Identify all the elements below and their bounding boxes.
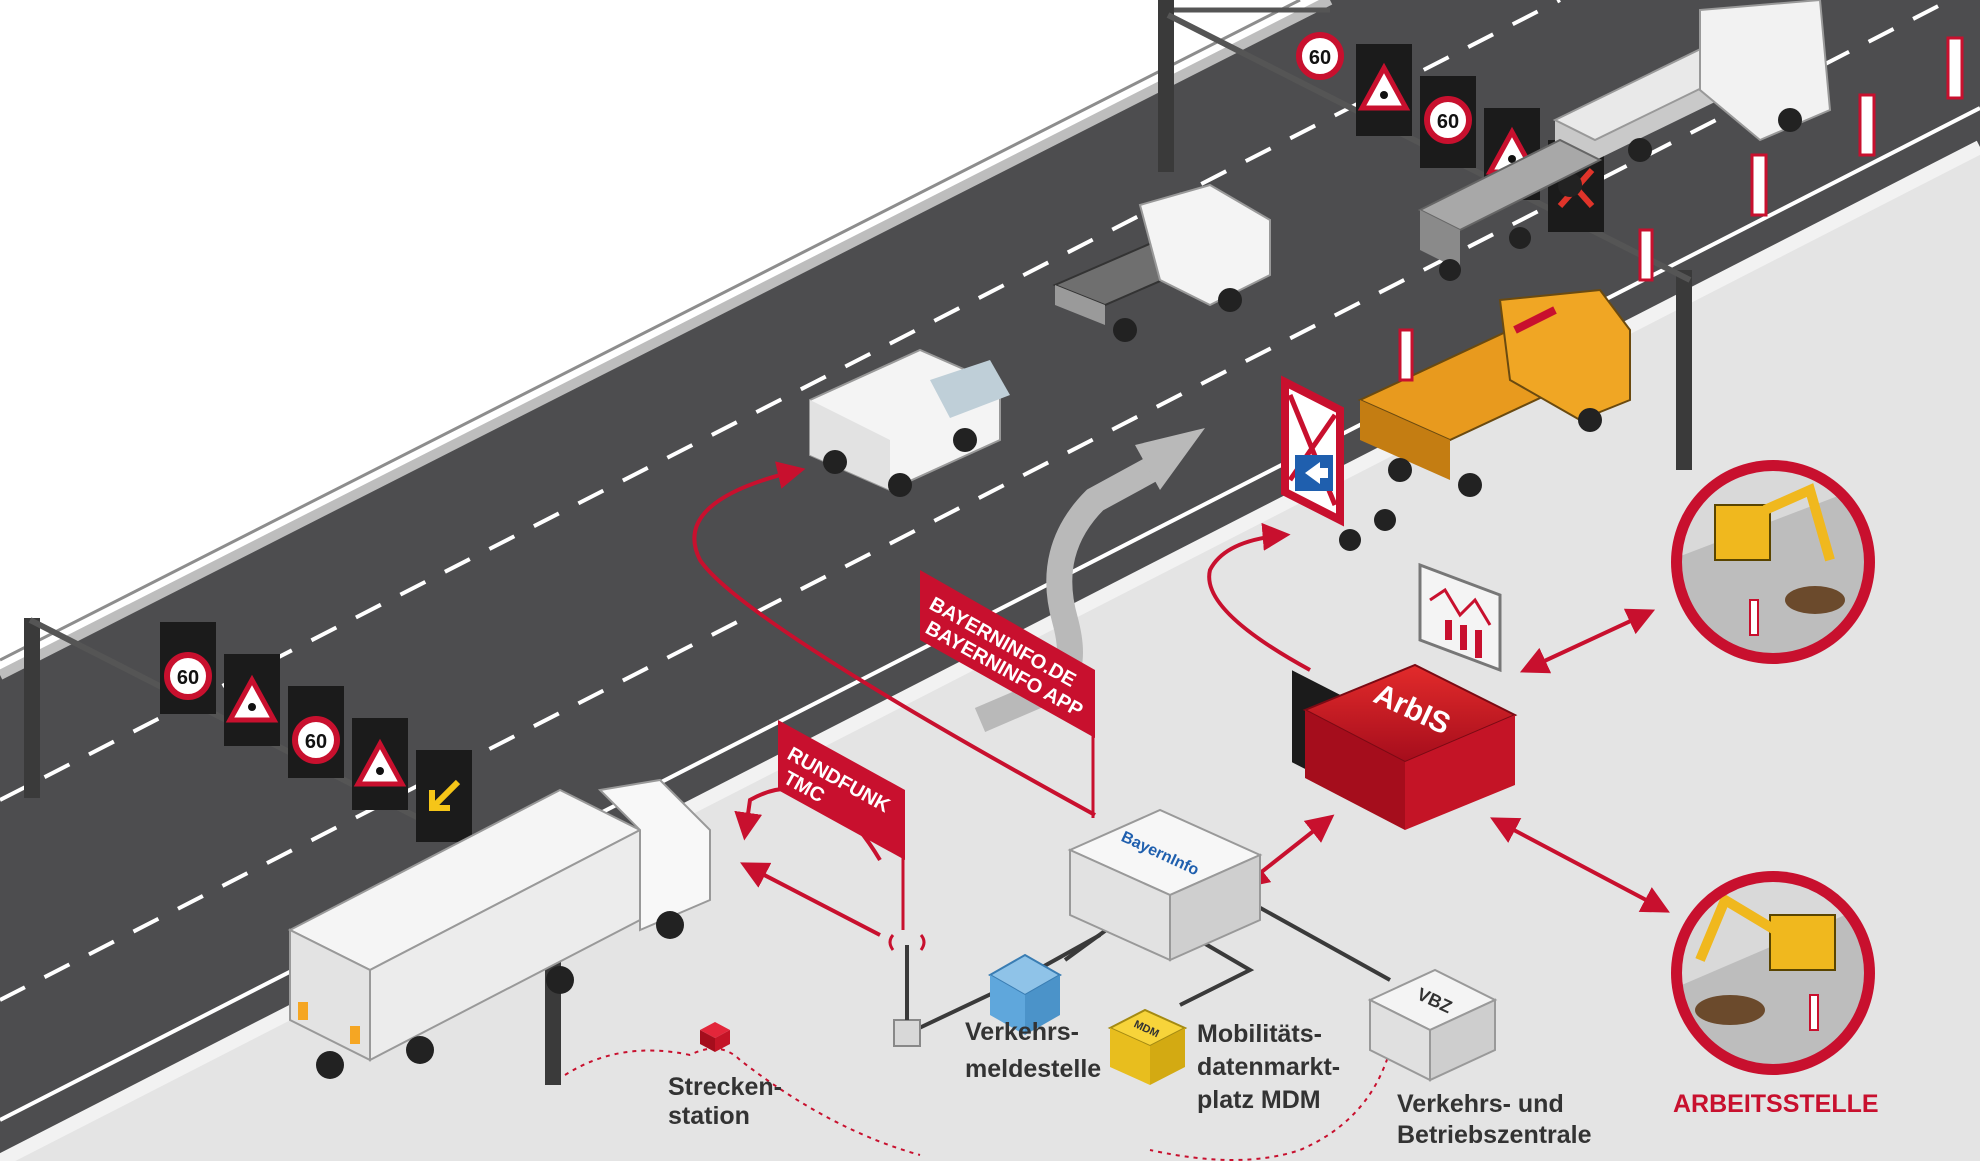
label-vbz: Verkehrs- und Betriebszentrale — [1397, 1090, 1592, 1149]
mdm-cube: MDM — [1107, 1008, 1188, 1085]
mdm-line3: platz MDM — [1197, 1086, 1321, 1114]
label-arbeitsstelle: ARBEITSSTELLE — [1673, 1090, 1879, 1118]
label-mdm: Mobilitäts- datenmarkt- platz MDM — [1197, 1020, 1340, 1114]
monitor-chart-icon — [1418, 562, 1502, 673]
speed-limit-value: 60 — [1437, 111, 1459, 133]
traffic-cones — [1398, 36, 1964, 382]
roadworks-warning-sign — [352, 718, 408, 810]
flatbed-van — [1052, 183, 1271, 342]
speed-limit-sign: 60 — [1420, 76, 1476, 168]
sign-bridge-left: 60 60 — [160, 622, 472, 842]
orange-crane-truck — [1357, 288, 1631, 497]
grey-trailer-top — [1417, 138, 1603, 281]
lane-shift-arrow-sign — [416, 750, 472, 842]
radio-antenna — [888, 934, 926, 1047]
bayerninfo-hub-box: BayernInfo — [1067, 808, 1263, 962]
lorry — [287, 778, 711, 1079]
mdm-line1: Mobilitäts- — [1197, 1020, 1322, 1048]
strecken-station-cube — [700, 1022, 730, 1052]
safety-trailer — [1281, 375, 1396, 551]
speed-limit-sign: 60 — [288, 686, 344, 778]
strecken-line2: station — [668, 1102, 750, 1130]
vbz-box: VBZ — [1367, 968, 1498, 1082]
strecken-line1: Strecken- — [668, 1073, 782, 1101]
verkehrsmelde-line1: Verkehrs- — [965, 1018, 1079, 1046]
traffic-reporting-cube — [987, 953, 1063, 1035]
arbis-system-box: ArbIS — [1302, 663, 1518, 830]
speed-limit-sign: 60 — [160, 622, 216, 714]
speed-limit-value: 60 — [1309, 47, 1331, 69]
roadworks-warning-sign — [1356, 44, 1412, 136]
vbz-line1: Verkehrs- und — [1397, 1090, 1564, 1118]
truck-top-right — [1552, 0, 1832, 197]
label-strecken-station: Strecken- station — [668, 1073, 782, 1130]
roadworks-warning-sign — [224, 654, 280, 746]
worksite-circle-bottom — [1671, 871, 1875, 1075]
label-verkehrsmeldestelle: Verkehrs- meldestelle — [965, 1018, 1101, 1083]
white-van — [809, 348, 1010, 497]
verkehrsmelde-line2: meldestelle — [965, 1055, 1101, 1083]
worksite-circle-top — [1671, 460, 1875, 664]
vbz-line2: Betriebszentrale — [1397, 1121, 1592, 1149]
speed-limit-value: 60 — [305, 731, 327, 753]
mdm-line2: datenmarkt- — [1197, 1053, 1340, 1081]
speed-limit-value: 60 — [177, 667, 199, 689]
